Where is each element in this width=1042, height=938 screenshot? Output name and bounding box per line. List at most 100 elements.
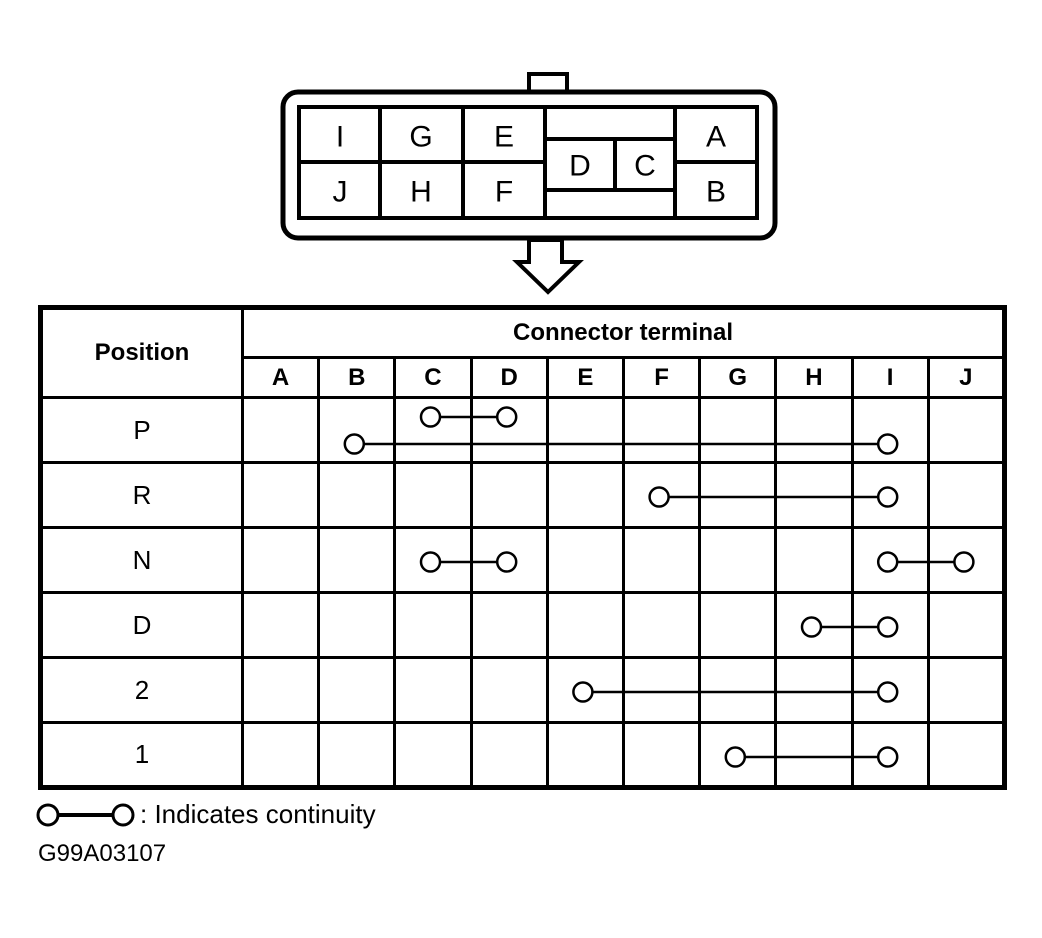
- terminal-cell: [393, 461, 473, 529]
- connector-tab: [527, 72, 569, 98]
- column-header-D: D: [469, 356, 549, 399]
- terminal-cell: [240, 721, 321, 789]
- terminal-cell: [850, 721, 930, 789]
- terminal-cell: [621, 656, 702, 724]
- terminal-cell: [469, 461, 549, 529]
- terminal-cell: [545, 656, 625, 724]
- position-label: D: [39, 591, 244, 659]
- terminal-cell: [545, 461, 625, 529]
- terminal-cell: [774, 721, 854, 789]
- connector-terminal-label: H: [410, 176, 432, 209]
- connector-terminal-label: A: [706, 121, 726, 154]
- connector-center-bottom-slot: [543, 188, 677, 220]
- terminal-cell: [698, 591, 778, 659]
- terminal-cell: [317, 396, 397, 464]
- terminal-cell: [621, 526, 702, 594]
- terminal-cell: [469, 396, 549, 464]
- column-header-H: H: [774, 356, 854, 399]
- terminal-cell: [469, 526, 549, 594]
- column-header-A: A: [240, 356, 321, 399]
- terminal-cell: [698, 656, 778, 724]
- connector-cell-J: [297, 160, 382, 220]
- terminal-cell: [545, 526, 625, 594]
- terminal-cell: [698, 461, 778, 529]
- table-row: 2: [39, 656, 1007, 724]
- column-header-G: G: [698, 356, 778, 399]
- terminal-cell: [240, 461, 321, 529]
- terminal-cell: [850, 396, 930, 464]
- column-header-F: F: [621, 356, 702, 399]
- column-header-B: B: [317, 356, 397, 399]
- terminal-cell: [926, 526, 1007, 594]
- connector-terminal-label: E: [494, 121, 514, 154]
- terminal-cell: [698, 396, 778, 464]
- connector-terminal-label: I: [336, 121, 344, 154]
- connector-terminal-label: D: [569, 150, 591, 183]
- terminal-cell: [926, 461, 1007, 529]
- connector-terminal-header: Connector terminal: [241, 306, 1006, 359]
- terminal-cell: [774, 591, 854, 659]
- continuity-symbol-icon: [36, 803, 135, 826]
- connector-cell-H: [378, 160, 465, 220]
- position-header: Position: [39, 306, 244, 399]
- column-header-J: J: [926, 356, 1007, 399]
- terminal-cell: [317, 461, 397, 529]
- connector-cell-G: [378, 105, 465, 164]
- continuity-table: Position Connector terminal A B C D E F …: [38, 305, 1007, 790]
- terminal-cell: [774, 396, 854, 464]
- table-row: 1: [39, 721, 1007, 789]
- connector-cell-C: [613, 137, 677, 192]
- table-row: P: [39, 396, 1007, 464]
- connector-terminal-label: F: [495, 176, 513, 209]
- connector-cell-E: [461, 105, 547, 164]
- column-header-I: I: [850, 356, 930, 399]
- terminal-cell: [545, 721, 625, 789]
- column-header-C: C: [393, 356, 473, 399]
- terminal-cell: [698, 526, 778, 594]
- terminal-cell: [393, 591, 473, 659]
- terminal-cell: [545, 591, 625, 659]
- connector-housing: [280, 89, 778, 241]
- terminal-cell: [317, 721, 397, 789]
- terminal-cell: [850, 526, 930, 594]
- terminal-cell: [469, 721, 549, 789]
- terminal-cell: [621, 591, 702, 659]
- terminal-cell: [926, 396, 1007, 464]
- terminal-cell: [240, 591, 321, 659]
- terminal-cell: [545, 396, 625, 464]
- terminal-cell: [850, 591, 930, 659]
- column-header-E: E: [545, 356, 625, 399]
- terminal-cell: [393, 396, 473, 464]
- terminal-cell: [774, 526, 854, 594]
- terminal-cell: [621, 461, 702, 529]
- terminal-cell: [621, 721, 702, 789]
- terminal-cell: [850, 656, 930, 724]
- terminal-cell: [926, 591, 1007, 659]
- table-row: R: [39, 461, 1007, 529]
- position-label: P: [39, 396, 244, 464]
- position-label: 2: [39, 656, 244, 724]
- terminal-cell: [317, 526, 397, 594]
- legend: : Indicates continuity: [36, 799, 376, 830]
- terminal-cell: [317, 656, 397, 724]
- table-header-row: Position Connector terminal: [39, 306, 1006, 399]
- position-label: R: [39, 461, 244, 529]
- connector-terminal-label: B: [706, 176, 726, 209]
- connector-cell-B: [673, 160, 759, 220]
- terminal-cell: [469, 656, 549, 724]
- terminal-cell: [393, 656, 473, 724]
- position-label: N: [39, 526, 244, 594]
- connector-terminal-label: G: [409, 121, 432, 154]
- terminal-cell: [393, 721, 473, 789]
- terminal-cell: [621, 396, 702, 464]
- terminal-cell: [469, 591, 549, 659]
- table-row: N: [39, 526, 1007, 594]
- connector-cell-F: [461, 160, 547, 220]
- connector-cell-I: [297, 105, 382, 164]
- legend-text: : Indicates continuity: [140, 799, 376, 829]
- connector-center-top-slot: [543, 105, 677, 141]
- terminal-letters-row: A B C D E F G H I J: [41, 356, 1007, 399]
- terminal-cell: [926, 721, 1007, 789]
- terminal-cell: [774, 461, 854, 529]
- terminal-cell: [774, 656, 854, 724]
